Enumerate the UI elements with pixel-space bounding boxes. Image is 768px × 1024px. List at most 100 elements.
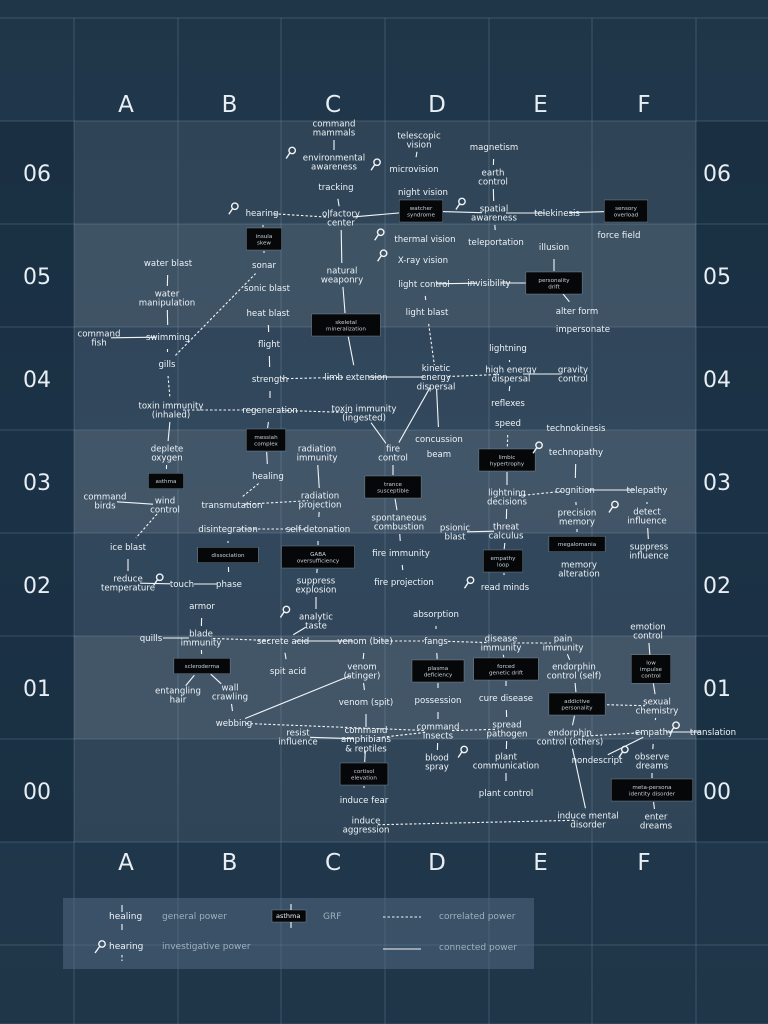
power-night-vision[interactable]: night vision xyxy=(392,186,455,198)
power-invisibility[interactable]: invisibility xyxy=(458,277,521,289)
power-venom-spit[interactable]: venom (spit) xyxy=(335,696,398,708)
power-regeneration[interactable]: regeneration xyxy=(239,404,302,416)
power-plant-control[interactable]: plant control xyxy=(472,787,540,799)
grf-megalomania[interactable]: megalomania xyxy=(548,536,606,552)
power-phase[interactable]: phase xyxy=(215,578,244,590)
power-tracking[interactable]: tracking xyxy=(314,181,357,193)
power-speed[interactable]: speed xyxy=(494,417,523,429)
power-webbing[interactable]: webbing xyxy=(215,717,253,729)
power-nondescript[interactable]: nondescript xyxy=(568,754,626,766)
power-cure-disease[interactable]: cure disease xyxy=(475,692,538,704)
grf-scleroderma[interactable]: scleroderma xyxy=(173,658,231,674)
power-heat-blast[interactable]: heat blast xyxy=(242,307,295,319)
power-teleportation[interactable]: teleportation xyxy=(462,236,530,248)
power-cognition[interactable]: cognition xyxy=(551,484,599,496)
power-sonic-blast[interactable]: sonic blast xyxy=(238,282,296,294)
power-telepathy[interactable]: telepathy xyxy=(623,484,671,496)
power-healing[interactable]: healing xyxy=(249,470,287,482)
power-thermal-vision[interactable]: thermal vision xyxy=(374,228,462,245)
power-hearing[interactable]: hearing xyxy=(228,202,281,219)
power-induce-fear[interactable]: induce fear xyxy=(335,794,393,806)
power-fire-projection[interactable]: fire projection xyxy=(365,576,443,588)
power-secrete-acid[interactable]: secrete acid xyxy=(252,635,315,647)
power-light-blast[interactable]: light blast xyxy=(398,306,456,318)
power-reflexes[interactable]: reflexes xyxy=(486,397,529,409)
power-empathy[interactable]: empathy xyxy=(635,726,673,738)
power-read-minds[interactable]: read minds xyxy=(463,576,532,593)
power-beam[interactable]: beam xyxy=(427,448,451,460)
power-xray-vision[interactable]: X-ray vision xyxy=(377,249,455,266)
power-swimming[interactable]: swimming xyxy=(146,331,190,343)
power-light-control[interactable]: light control xyxy=(390,278,458,290)
power-transmutation[interactable]: transmutation xyxy=(198,499,266,511)
power-fangs[interactable]: fangs xyxy=(422,635,451,647)
power-venom-stinger[interactable]: venom(stinger) xyxy=(338,661,386,682)
power-touch[interactable]: touch xyxy=(153,573,197,590)
power-absorption[interactable]: absorption xyxy=(410,608,463,620)
power-telekinesis[interactable]: telekinesis xyxy=(528,207,586,219)
grf-asthma[interactable]: asthma xyxy=(148,473,184,489)
power-impersonate[interactable]: impersonate xyxy=(554,323,612,335)
power-alter-form[interactable]: alter form xyxy=(551,305,604,317)
power-illusion[interactable]: illusion xyxy=(532,241,575,253)
power-flight[interactable]: flight xyxy=(252,338,285,350)
power-microvision[interactable]: microvision xyxy=(370,158,443,175)
power-lightning[interactable]: lightning xyxy=(484,342,532,354)
power-quills[interactable]: quills xyxy=(134,632,167,644)
power-force-field[interactable]: force field xyxy=(590,229,648,241)
power-disintegration[interactable]: disintegration xyxy=(192,523,265,535)
power-toxin-immunity-ingested[interactable]: toxin immunity(ingested) xyxy=(328,403,401,424)
power-translation[interactable]: translation xyxy=(669,721,742,738)
power-venom-bite[interactable]: venom (bite) xyxy=(334,635,397,647)
